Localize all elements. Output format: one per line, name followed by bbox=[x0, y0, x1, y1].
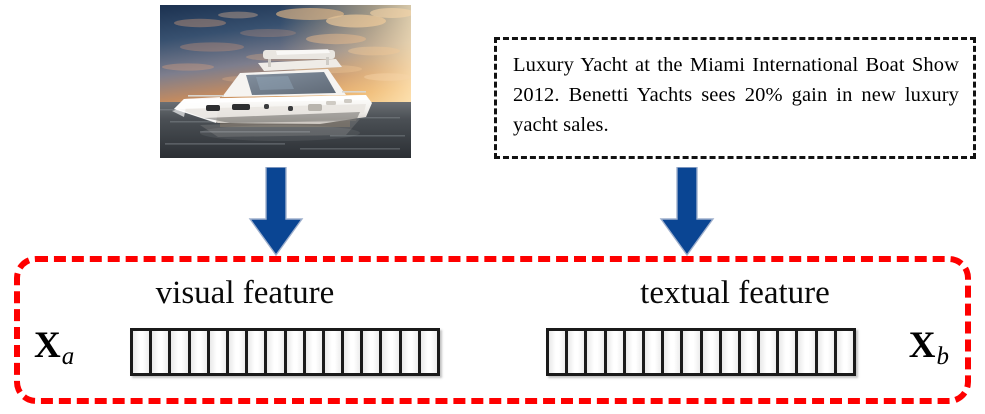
caption-text-box: Luxury Yacht at the Miami International … bbox=[494, 37, 976, 159]
visual-feature-group: visual feature bbox=[28, 262, 458, 398]
vector-cell bbox=[836, 331, 853, 373]
vector-cell bbox=[798, 331, 818, 373]
vector-cell bbox=[286, 331, 306, 373]
visual-feature-label: visual feature bbox=[155, 275, 335, 311]
vector-cell bbox=[267, 331, 287, 373]
vector-cell bbox=[568, 331, 588, 373]
vector-cell bbox=[209, 331, 229, 373]
visual-feature-symbol-letter: X bbox=[34, 325, 61, 366]
vector-cell bbox=[420, 331, 437, 373]
caption-text: Luxury Yacht at the Miami International … bbox=[513, 54, 959, 136]
vector-cell bbox=[305, 331, 325, 373]
vector-cell bbox=[702, 331, 722, 373]
vector-cell bbox=[760, 331, 780, 373]
vector-cell bbox=[382, 331, 402, 373]
vector-cell bbox=[683, 331, 703, 373]
feature-panel: Xa visual feature textual feature Xb bbox=[14, 256, 971, 404]
arrow-down-icon-visual bbox=[248, 167, 304, 257]
vector-cell bbox=[190, 331, 210, 373]
vector-cell bbox=[606, 331, 626, 373]
vector-cell bbox=[324, 331, 345, 373]
visual-feature-symbol: Xa bbox=[34, 324, 74, 379]
vector-cell bbox=[363, 331, 383, 373]
vector-cell bbox=[644, 331, 665, 373]
textual-feature-symbol-subscript: b bbox=[936, 343, 950, 370]
vector-cell bbox=[152, 331, 172, 373]
vector-cell bbox=[779, 331, 799, 373]
vector-cell bbox=[664, 331, 684, 373]
visual-feature-symbol-subscript: a bbox=[61, 343, 75, 370]
vector-cell bbox=[817, 331, 837, 373]
vector-cell bbox=[625, 331, 645, 373]
textual-feature-symbol-letter: X bbox=[908, 325, 936, 366]
visual-feature-vector bbox=[130, 328, 440, 376]
vector-cell bbox=[171, 331, 191, 373]
vector-cell bbox=[587, 331, 607, 373]
textual-feature-symbol: Xb bbox=[909, 324, 949, 379]
vector-cell bbox=[549, 331, 569, 373]
yacht-photo bbox=[160, 5, 411, 158]
vector-cell bbox=[721, 331, 741, 373]
vector-cell bbox=[740, 331, 761, 373]
vector-cell bbox=[133, 331, 153, 373]
vector-cell bbox=[344, 331, 364, 373]
textual-feature-group: textual feature bbox=[522, 262, 952, 398]
vector-cell bbox=[401, 331, 421, 373]
vector-cell bbox=[228, 331, 249, 373]
vector-cell bbox=[248, 331, 268, 373]
textual-feature-vector bbox=[546, 328, 856, 376]
arrow-down-icon-textual bbox=[659, 167, 715, 257]
textual-feature-label: textual feature bbox=[640, 275, 830, 311]
